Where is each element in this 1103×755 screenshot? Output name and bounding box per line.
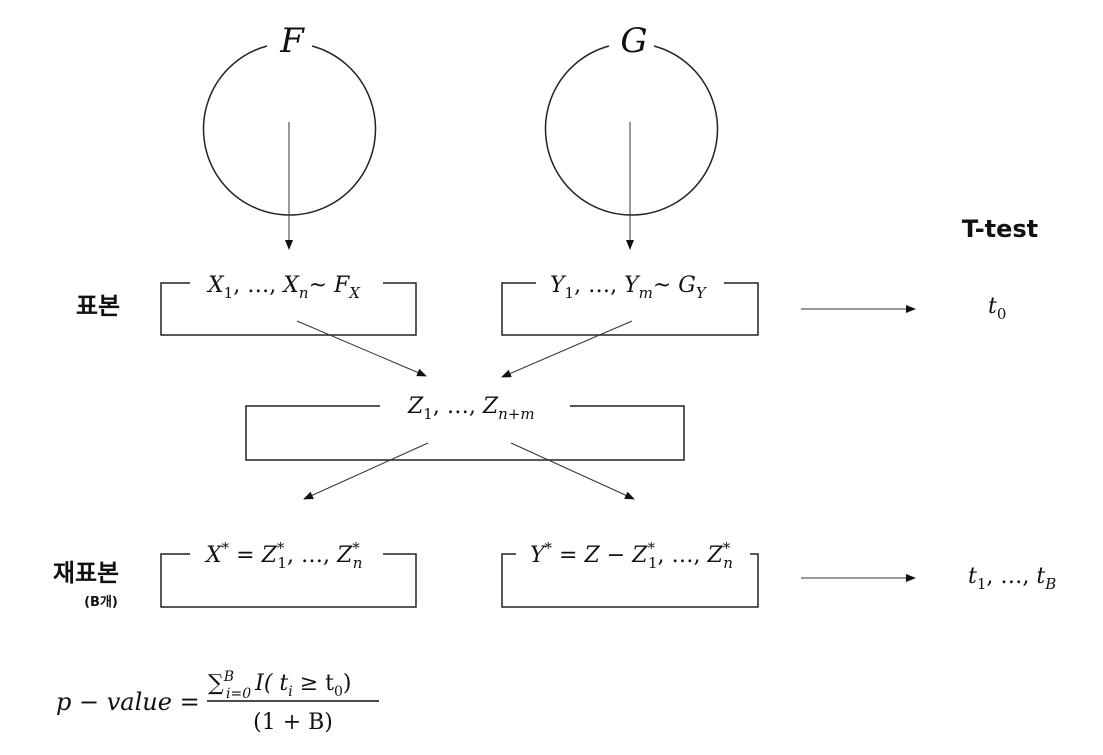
arrow-pooled-to-resample-y [510,442,635,500]
distribution-f: F [202,21,377,250]
formula-denominator: (1 + B) [253,710,333,735]
output-tb: t1, …, tB [968,564,1056,593]
distribution-g-circle [544,45,719,216]
t-test-heading: T-test [962,215,1038,243]
resample-count-label: (B개) [84,595,118,610]
sample-y-text: Y1, …, Ym~ GY [550,273,708,302]
distribution-g-label: G [620,21,647,61]
sample-x-text: X1, …, Xn~ FX [206,273,361,302]
pooled-z-box: Z1, …, Zn+m [245,394,685,461]
sample-x-box: X1, …, Xn~ FX [160,273,417,336]
resample-row-label: 재표본 [53,559,119,587]
distribution-f-label: F [279,21,305,61]
resample-x-text: X* = Z*1, …, Z*n [204,539,362,572]
arrow-sample-x-to-pooled [296,320,427,377]
pooled-z-text: Z1, …, Zn+m [407,394,535,423]
resample-x-box: X* = Z*1, …, Z*n [160,539,417,608]
output-t0: t0 [988,294,1006,323]
resample-y-box: Y* = Z − Z*1, …, Z*n [501,539,759,608]
distribution-g: G [544,21,719,250]
arrow-sample-y-to-pooled [501,320,633,378]
arrow-pooled-to-resample-x [303,442,429,500]
sample-y-box: Y1, …, Ym~ GY [501,273,759,336]
sample-row-label: 표본 [76,292,120,320]
formula-lhs: p − value = [56,688,200,716]
resample-y-text: Y* = Z − Z*1, …, Z*n [530,539,733,572]
